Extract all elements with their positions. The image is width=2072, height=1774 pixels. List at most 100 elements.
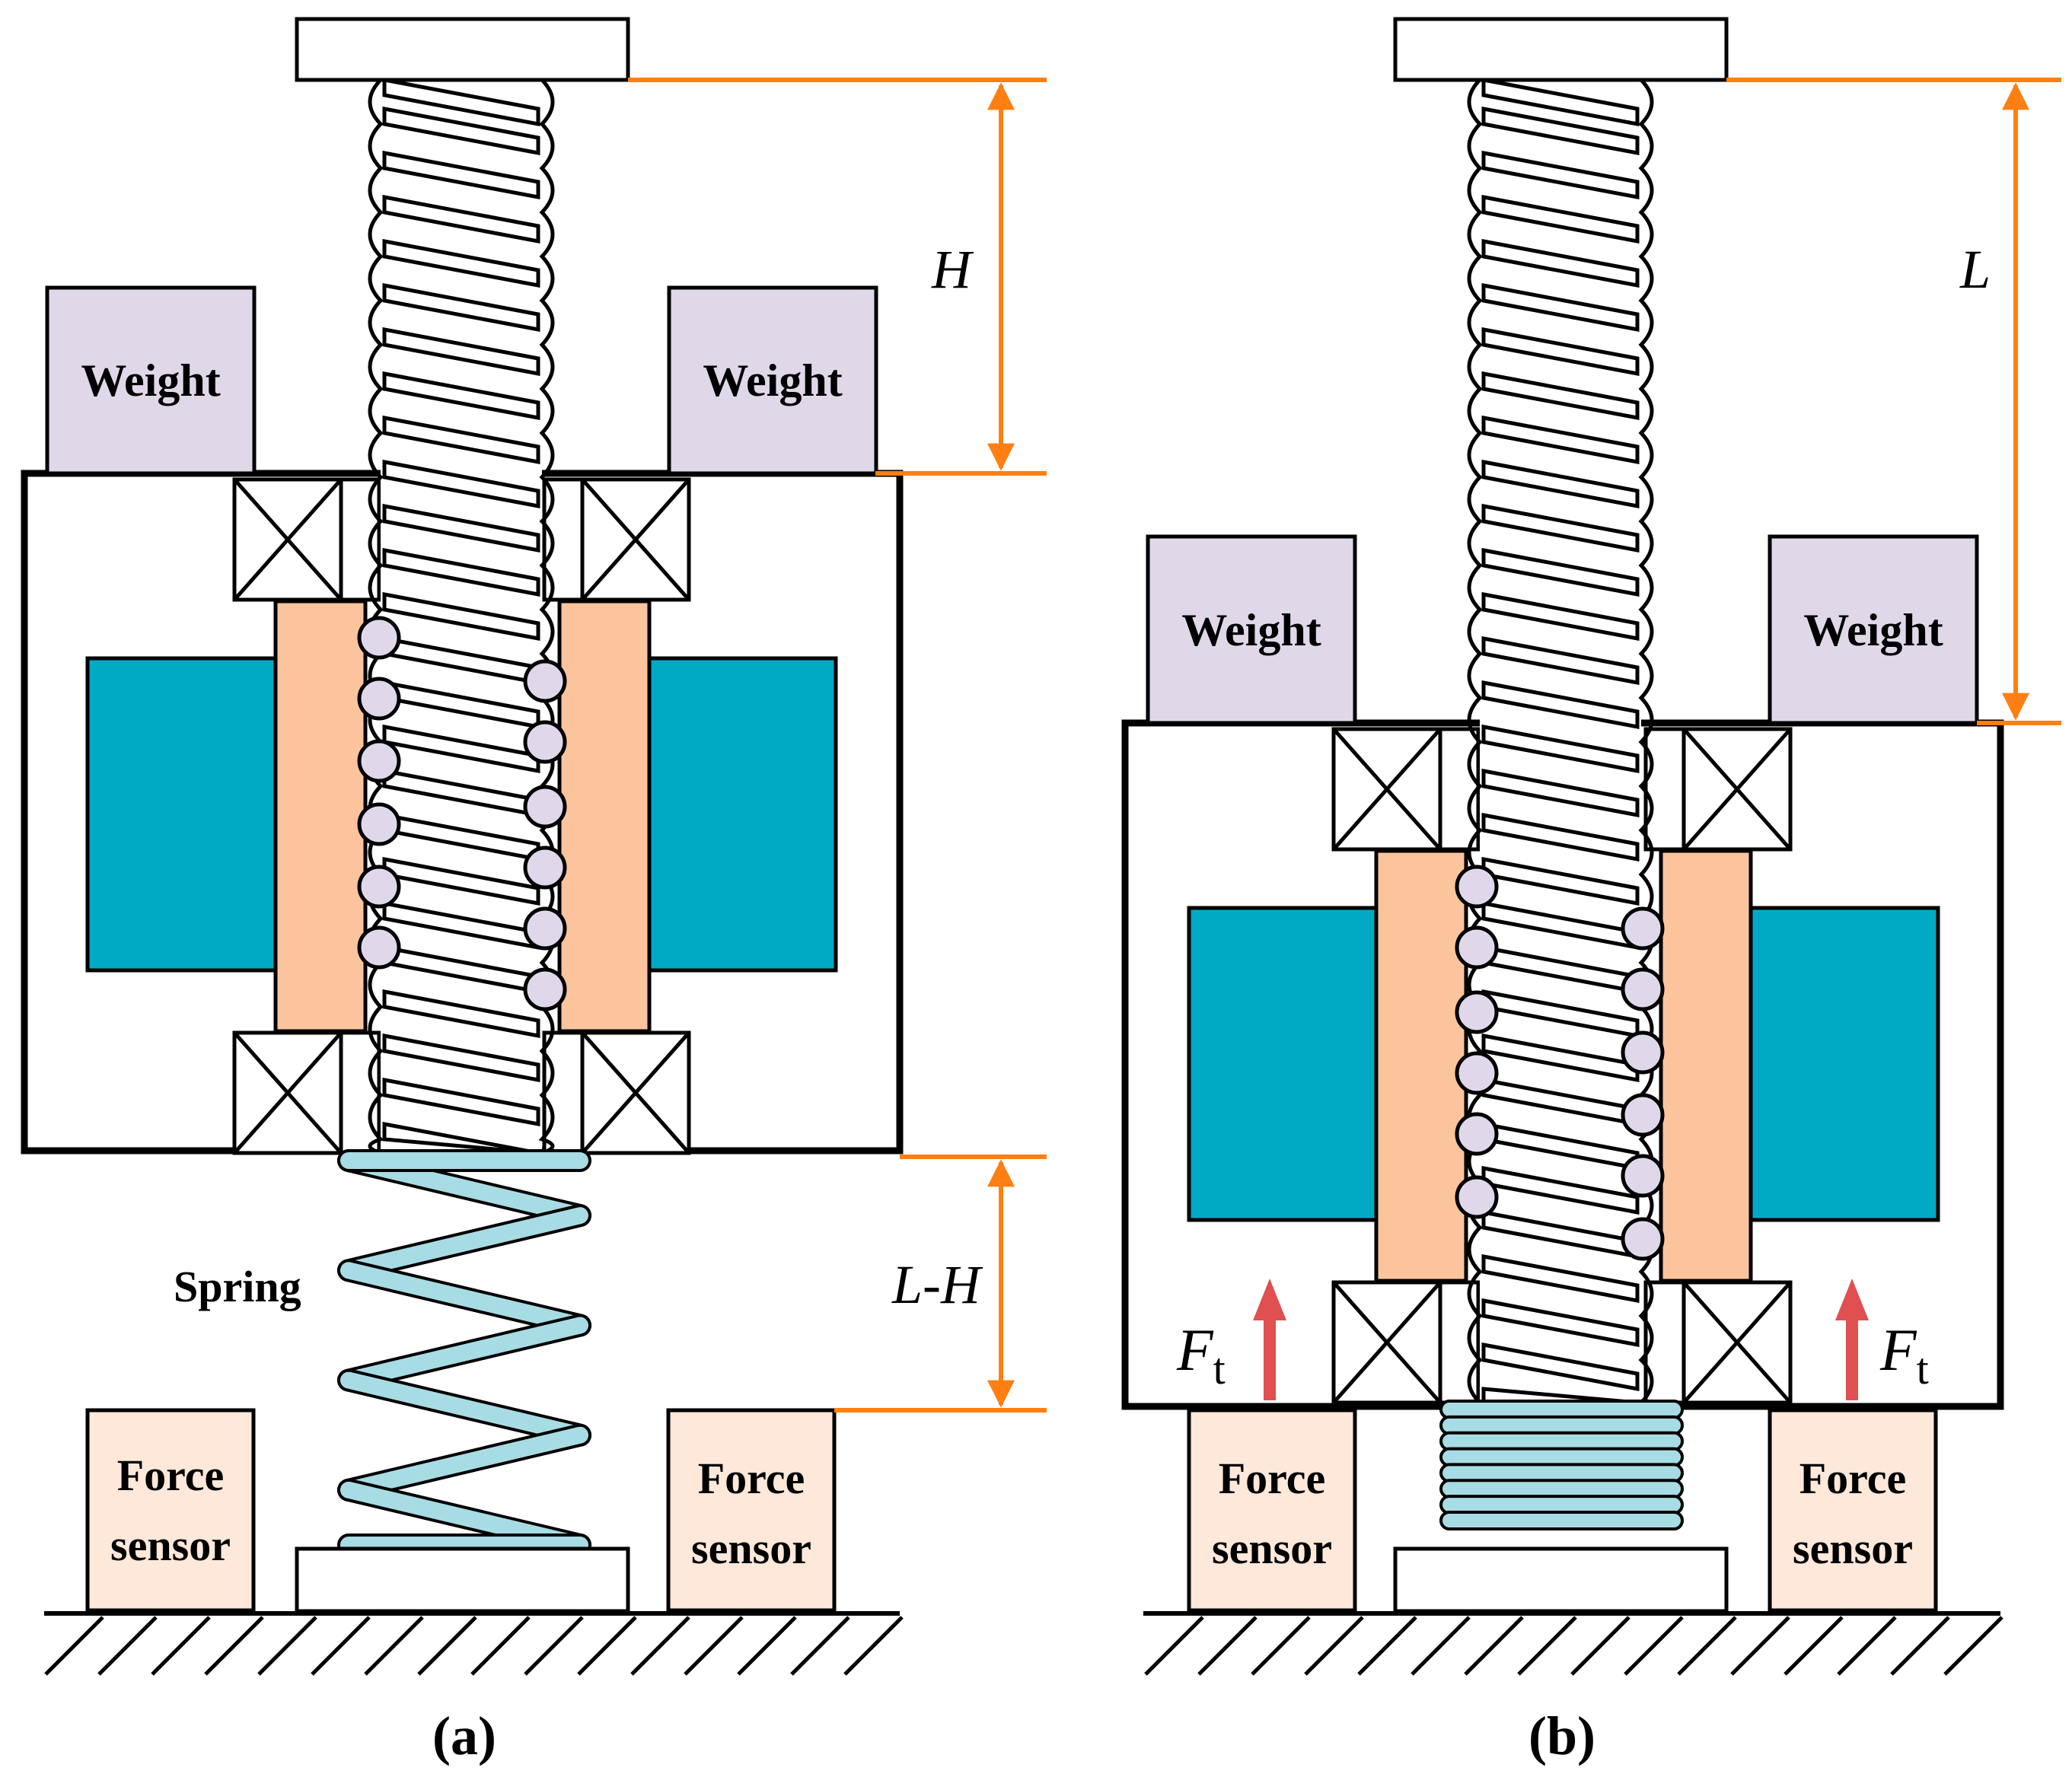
screw-thread bbox=[382, 591, 540, 642]
ball bbox=[1455, 865, 1499, 909]
caption-b: (b) bbox=[1528, 1706, 1595, 1766]
force-sensor-right-line1-b: Force bbox=[1799, 1454, 1907, 1503]
force-sensor-left-line2-a: sensor bbox=[110, 1521, 231, 1570]
screw-thread bbox=[382, 282, 540, 333]
caption-a: (a) bbox=[432, 1706, 496, 1766]
screw-thread bbox=[1481, 238, 1640, 288]
ground-hatch bbox=[524, 1616, 584, 1676]
force-sensor-right-line2-b: sensor bbox=[1793, 1524, 1913, 1573]
ground-hatch bbox=[1144, 1616, 1204, 1676]
screw-thread bbox=[1481, 459, 1640, 509]
ball bbox=[1621, 906, 1665, 951]
screw-cap-a bbox=[295, 17, 630, 82]
bearing-top-right-b bbox=[1643, 727, 1793, 852]
screw-thread bbox=[1481, 591, 1640, 642]
spring-coil bbox=[1439, 1463, 1684, 1483]
force-symbol-right: F bbox=[1879, 1317, 1917, 1383]
screw-thread bbox=[1481, 326, 1640, 377]
screw-thread bbox=[1481, 503, 1640, 553]
ball bbox=[1621, 967, 1665, 1011]
screw-thread bbox=[382, 989, 540, 1039]
screw-thread bbox=[1481, 1253, 1640, 1304]
screw-thread bbox=[1481, 680, 1640, 730]
screw-thread bbox=[382, 503, 540, 553]
spring-a bbox=[337, 1149, 591, 1556]
spring-b-compressed bbox=[1439, 1400, 1684, 1530]
screw-thread bbox=[1481, 282, 1640, 333]
ground-hatch bbox=[1943, 1616, 2003, 1676]
ball bbox=[357, 616, 401, 660]
ground-hatch bbox=[1624, 1616, 1684, 1676]
bearing-bottom-right-b bbox=[1643, 1280, 1793, 1405]
panel-a: Weight Weight bbox=[21, 17, 1047, 1766]
screw-thread bbox=[1481, 1298, 1640, 1348]
screw-thread bbox=[1481, 547, 1640, 597]
screw-thread bbox=[382, 150, 540, 200]
ball bbox=[1455, 1175, 1499, 1219]
ball-bearings-a bbox=[357, 616, 567, 1011]
ground-hatch bbox=[257, 1616, 317, 1676]
ground-hatch bbox=[1357, 1616, 1417, 1676]
screw-thread bbox=[382, 238, 540, 288]
spring-coil bbox=[1439, 1400, 1684, 1419]
ball bbox=[357, 739, 401, 783]
magnet-left-a bbox=[85, 656, 280, 973]
screw-thread bbox=[382, 77, 540, 127]
ground-hatch bbox=[1464, 1616, 1524, 1676]
screw-thread bbox=[1481, 1342, 1640, 1392]
screw-thread bbox=[1481, 415, 1640, 465]
dimension-label-L-H: L-H bbox=[891, 1254, 983, 1315]
screw-thread bbox=[1481, 150, 1640, 200]
ground-hatch bbox=[1837, 1616, 1897, 1676]
nut-left-a bbox=[273, 599, 368, 1034]
magnet-right-a bbox=[643, 656, 838, 973]
ground-hatch bbox=[311, 1616, 371, 1676]
ground-hatch bbox=[684, 1616, 744, 1676]
screw-thread bbox=[382, 459, 540, 509]
force-sensor-left-a bbox=[85, 1408, 256, 1613]
force-sensor-left-b bbox=[1187, 1408, 1357, 1613]
dimension-L bbox=[1726, 78, 2061, 725]
force-sensor-right-line1-a: Force bbox=[698, 1454, 805, 1503]
ground-hatch bbox=[1517, 1616, 1577, 1676]
force-label-left-b: Ft bbox=[1176, 1317, 1226, 1393]
weight-block-right-a bbox=[667, 285, 878, 476]
screw-thread bbox=[382, 326, 540, 377]
screw-thread bbox=[382, 1033, 540, 1083]
ground-b bbox=[1143, 1611, 2003, 1676]
ground-hatch bbox=[417, 1616, 477, 1676]
ball bbox=[1621, 1154, 1665, 1198]
screw-thread bbox=[1481, 106, 1640, 156]
weight-label-right-a: Weight bbox=[703, 355, 842, 406]
dimension-label-H: H bbox=[931, 239, 974, 300]
magnet-right-b bbox=[1745, 906, 1940, 1222]
spring-base-b bbox=[1393, 1546, 1729, 1613]
bearing-top-left-a bbox=[232, 477, 381, 602]
screw-thread bbox=[1481, 812, 1640, 862]
spring-coil bbox=[1439, 1447, 1684, 1467]
spring-coil bbox=[1439, 1479, 1684, 1499]
ground-hatch bbox=[470, 1616, 531, 1676]
ground-hatch bbox=[1677, 1616, 1737, 1676]
dimension-H bbox=[628, 78, 1047, 476]
force-sensor-right-line2-a: sensor bbox=[691, 1524, 811, 1573]
dimension-label-L: L bbox=[1959, 239, 1991, 300]
weight-label-left-b: Weight bbox=[1181, 605, 1321, 655]
screw-thread bbox=[382, 1121, 539, 1155]
bearing-top-right-a bbox=[542, 477, 691, 602]
force-sensor-right-a bbox=[666, 1408, 837, 1613]
ball bbox=[1455, 990, 1499, 1034]
force-subscript-right: t bbox=[1917, 1344, 1929, 1393]
weight-block-left-b bbox=[1146, 534, 1357, 725]
screw-thread bbox=[1481, 77, 1640, 127]
ball bbox=[357, 865, 401, 909]
ground-hatch bbox=[737, 1616, 797, 1676]
screw-thread bbox=[1481, 724, 1640, 774]
ground-hatch bbox=[1197, 1616, 1258, 1676]
lead-screw-a bbox=[368, 77, 555, 1155]
lead-screw-b bbox=[1467, 77, 1654, 1405]
weight-block-left-a bbox=[45, 285, 257, 476]
ball bbox=[1455, 1051, 1499, 1095]
screw-thread bbox=[382, 106, 540, 156]
ground-hatch bbox=[1570, 1616, 1631, 1676]
